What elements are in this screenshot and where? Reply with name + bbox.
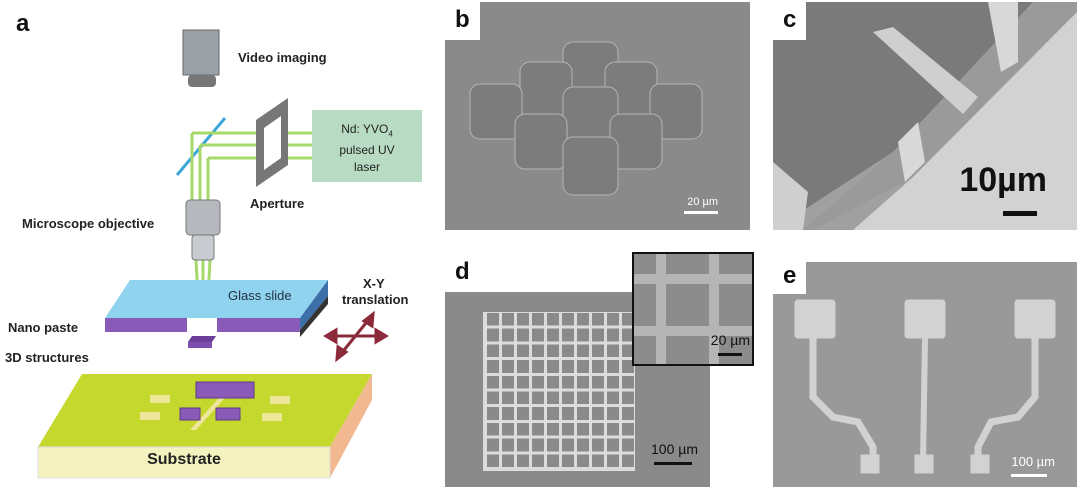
xy-translation-arrows	[323, 310, 389, 363]
xy-label-line2: translation	[342, 292, 409, 307]
panel-b-label: b	[445, 0, 480, 40]
panel-e-sem: 100 µm	[773, 262, 1077, 487]
beam-structure	[773, 2, 1077, 230]
xy-label-line1: X-Y	[363, 276, 385, 291]
laser-box	[312, 110, 422, 182]
aperture-icon	[256, 98, 288, 187]
laser-line2: pulsed UV	[339, 143, 395, 158]
panel-e-label: e	[773, 258, 807, 294]
panel-d-label: d	[455, 258, 470, 285]
panel-b-sem: 20 µm	[445, 2, 750, 230]
substrate	[37, 374, 372, 479]
panel-c-label: c	[773, 0, 807, 40]
laser-label: Nd: YVO4 pulsed UV laser	[312, 121, 422, 176]
panel-c-scale-bar	[1003, 211, 1037, 216]
inset-grid	[634, 254, 752, 364]
glass-slide-label: Glass slide	[228, 288, 292, 303]
mesh-grid	[483, 312, 635, 471]
panel-e-scale-text: 100 µm	[1011, 454, 1055, 469]
panel-c-sem: 10µm	[773, 2, 1077, 230]
video-imaging-label: Video imaging	[238, 50, 327, 65]
objective-label: Microscope objective	[22, 216, 155, 231]
panel-d-scale-text: 100 µm	[651, 441, 698, 457]
stacked-cubes	[469, 41, 703, 196]
setup-schematic	[37, 29, 422, 479]
panel-d-scale-bar	[654, 462, 692, 465]
panel-a-label: a	[16, 10, 30, 37]
substrate-label: Substrate	[147, 451, 221, 468]
panel-d-inset: 20 µm	[632, 252, 754, 366]
electrode-patterns	[794, 299, 1056, 474]
laser-line1: Nd: YVO	[341, 122, 389, 136]
panel-d-inset-scale-text: 20 µm	[710, 332, 750, 348]
panel-d-inset-scale-bar	[718, 353, 742, 356]
aperture-label: Aperture	[250, 196, 305, 211]
camera-icon	[182, 29, 220, 87]
nano-paste-layer	[105, 318, 300, 348]
panel-b-scale-bar	[684, 211, 718, 214]
laser-subscript: 4	[388, 129, 393, 139]
panel-b-scale-text: 20 µm	[687, 196, 718, 208]
panel-e-scale-bar	[1011, 474, 1047, 477]
structures-label: 3D structures	[5, 350, 89, 365]
objective-icon	[185, 199, 221, 261]
glass-slide	[105, 280, 328, 337]
laser-line3: laser	[353, 160, 380, 175]
panel-c-scale-text: 10µm	[959, 161, 1047, 199]
nano-paste-label: Nano paste	[8, 320, 79, 335]
